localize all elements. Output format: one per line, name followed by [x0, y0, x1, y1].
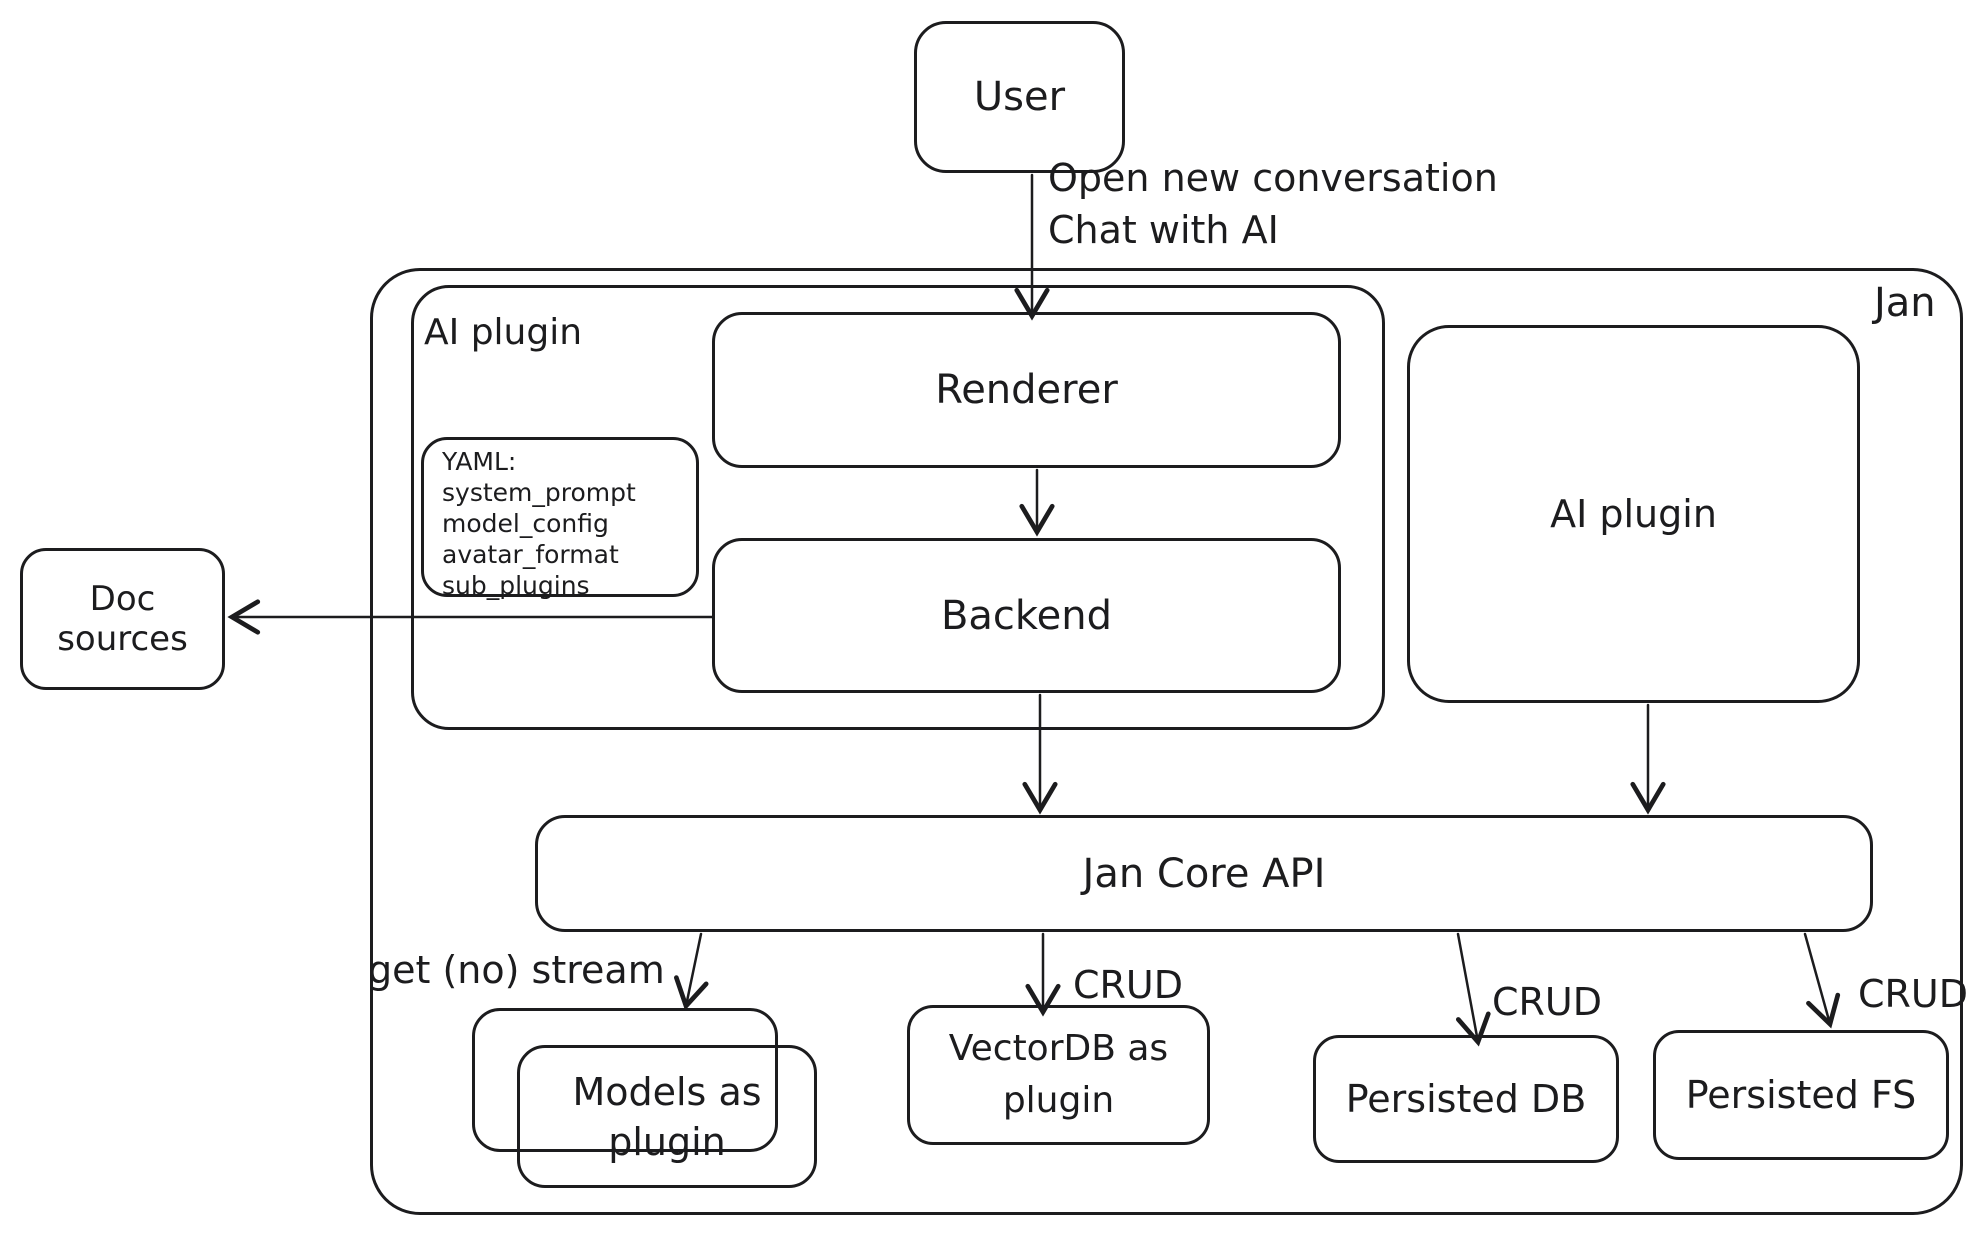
models-node-label-line1: Models as	[572, 1069, 762, 1114]
ai-plugin-node: AI plugin	[1407, 325, 1860, 703]
user-node-label: User	[973, 74, 1066, 120]
yaml-line-avatar-format: avatar_format	[442, 540, 619, 569]
persisted-db-node: Persisted DB	[1313, 1035, 1619, 1163]
persisted-db-node-label: Persisted DB	[1345, 1077, 1587, 1121]
user-edge-label: Open new conversation Chat with AI	[1048, 152, 1498, 256]
yaml-line-model-config: model_config	[442, 509, 609, 538]
yaml-line-title: YAML:	[442, 447, 517, 476]
crud-vectordb-edge-label: CRUD	[1073, 963, 1184, 1007]
user-edge-label-line2: Chat with AI	[1048, 208, 1279, 252]
doc-sources-node-label: Doc sources	[57, 579, 188, 659]
jan-core-api-node: Jan Core API	[535, 815, 1873, 932]
renderer-node-label: Renderer	[935, 367, 1118, 413]
vectordb-node: VectorDB as plugin	[907, 1005, 1210, 1145]
jan-core-api-label: Jan Core API	[1082, 850, 1326, 897]
ai-plugin-group-box	[411, 285, 1385, 730]
ai-plugin-group-label: AI plugin	[424, 312, 583, 353]
get-no-stream-edge-label: get (no) stream	[368, 948, 665, 992]
persisted-fs-node-label: Persisted FS	[1685, 1073, 1917, 1117]
user-node: User	[914, 21, 1125, 173]
user-edge-label-line1: Open new conversation	[1048, 156, 1498, 200]
doc-sources-node: Doc sources	[20, 548, 225, 690]
models-node-label-line2: plugin	[608, 1119, 726, 1164]
backend-node-label: Backend	[940, 592, 1113, 639]
backend-node: Backend	[712, 538, 1341, 693]
jan-container-label: Jan	[1874, 280, 1936, 326]
yaml-line-system-prompt: system_prompt	[442, 478, 636, 507]
crud-persisted-db-edge-label: CRUD	[1492, 980, 1603, 1024]
vectordb-node-label-line1: VectorDB as	[948, 1028, 1169, 1069]
crud-persisted-fs-edge-label: CRUD	[1858, 972, 1969, 1016]
persisted-fs-node: Persisted FS	[1653, 1030, 1949, 1160]
renderer-node: Renderer	[712, 312, 1341, 468]
yaml-note: YAML: system_prompt model_config avatar_…	[421, 437, 699, 600]
yaml-line-sub-plugins: sub_plugins	[442, 571, 590, 600]
vectordb-node-label-line2: plugin	[1002, 1080, 1115, 1121]
models-as-plugin-node: Models as plugin	[517, 1045, 817, 1188]
ai-plugin-node-label: AI plugin	[1550, 492, 1717, 536]
models-as-plugin-outer-node	[472, 1008, 778, 1152]
jan-container-box	[370, 268, 1963, 1215]
